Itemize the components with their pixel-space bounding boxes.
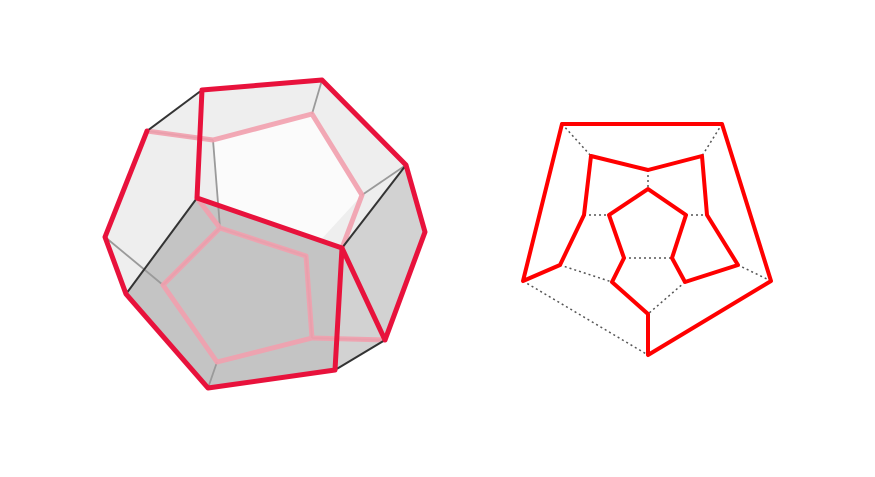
dodeca-front-face: [126, 198, 342, 388]
schlegel-hamiltonian-cycle: [521, 122, 773, 357]
schlegel-dotted-edges: [522, 123, 772, 356]
dodeca-visible-edges: [125, 89, 407, 371]
dodecahedron-3d: [102, 77, 428, 391]
dodeca-hamiltonian-cycle: [102, 77, 428, 391]
schlegel-graph: [521, 122, 773, 357]
dodeca-hamiltonian-cycle-inner: [194, 195, 345, 251]
dodeca-right-face: [335, 165, 425, 370]
